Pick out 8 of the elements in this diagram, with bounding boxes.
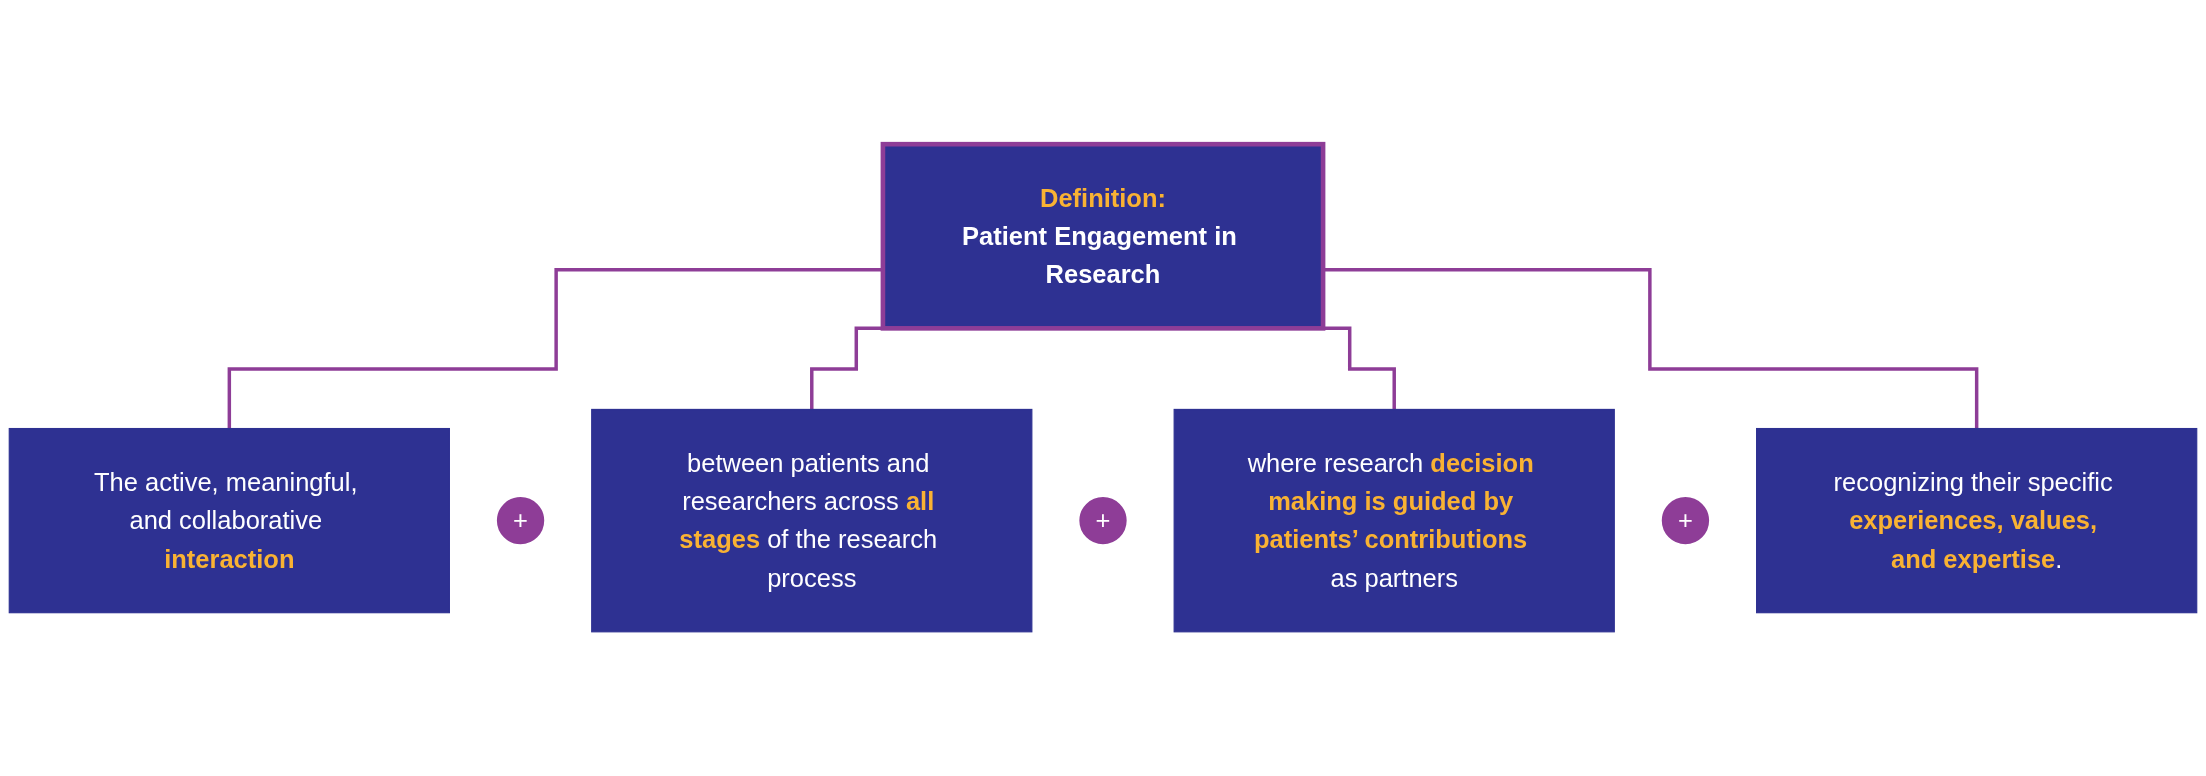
node-box: Definition: Patient Engagement in Research [880, 141, 1326, 331]
node-box: between patients and researchers across all stages of the research process [591, 408, 1033, 633]
node-box: where research decision making is guided by patients’ contributions as partners [1173, 408, 1615, 633]
node-circle: + [1659, 494, 1712, 547]
node-box: recognizing their specific experiences, values, and expertise. [1756, 427, 2198, 614]
node-box: The active, meaningful, and collaborative interaction [8, 427, 450, 614]
node-circle: + [1077, 494, 1129, 547]
node-circle: + [494, 494, 547, 547]
